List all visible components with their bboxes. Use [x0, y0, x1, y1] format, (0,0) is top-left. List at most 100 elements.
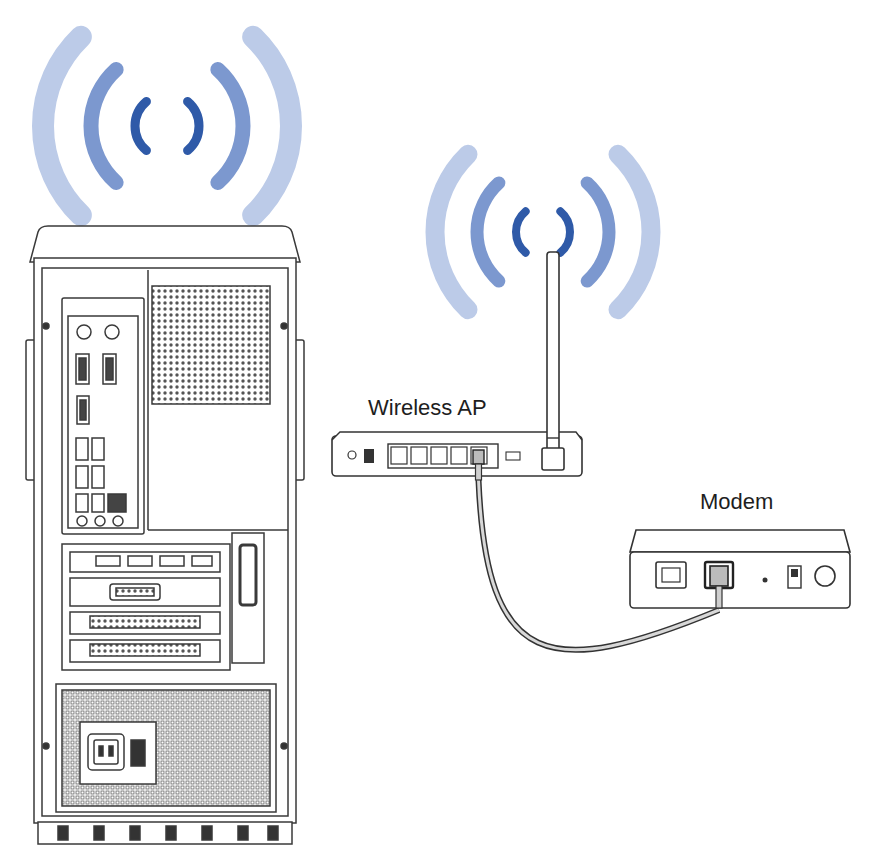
drawing-part — [70, 578, 220, 606]
drawing-part — [476, 464, 482, 480]
drawing-part — [281, 743, 287, 749]
drawing-part — [76, 438, 88, 460]
drawing-part — [166, 826, 176, 840]
drawing-part — [364, 449, 374, 463]
drawing-part — [240, 545, 256, 605]
access-point: Wireless AP — [330, 430, 586, 480]
drawing-part — [152, 286, 270, 404]
drawing-part — [348, 451, 356, 459]
drawing-part — [253, 37, 291, 215]
drawing-part — [560, 211, 570, 252]
drawing-part — [135, 101, 146, 150]
drawing-part — [630, 552, 850, 608]
drawing-part — [815, 566, 835, 586]
drawing-part — [202, 826, 212, 840]
drawing-part — [662, 568, 680, 582]
drawing-part — [58, 826, 68, 840]
drawing-part — [188, 101, 199, 150]
modem: Modem — [628, 528, 852, 610]
drawing-part — [451, 447, 467, 464]
drawing-part — [109, 746, 113, 756]
drawing-part — [106, 358, 113, 380]
drawing-part — [43, 323, 49, 329]
drawing-part — [332, 432, 582, 440]
drawing-part — [148, 529, 288, 531]
modem-shape — [628, 528, 852, 610]
drawing-part — [70, 612, 220, 634]
drawing-part — [479, 480, 720, 650]
drawing-part — [516, 211, 526, 252]
drawing-part — [42, 268, 288, 816]
drawing-part — [479, 480, 720, 650]
drawing-part — [90, 616, 200, 628]
drawing-part — [76, 354, 89, 384]
drawing-part — [92, 438, 104, 460]
drawing-part — [547, 437, 559, 438]
drawing-part — [506, 452, 520, 460]
drawing-part — [99, 746, 103, 756]
drawing-part — [542, 448, 564, 470]
drawing-part — [88, 734, 124, 770]
drawing-part — [471, 447, 487, 464]
drawing-part — [147, 270, 149, 530]
drawing-part — [103, 354, 116, 384]
drawing-part — [705, 562, 733, 588]
drawing-part — [131, 740, 145, 766]
pc-tower — [26, 226, 304, 844]
drawing-part — [547, 252, 559, 452]
drawing-part — [96, 556, 120, 566]
drawing-part — [76, 494, 88, 512]
drawing-part — [94, 740, 118, 764]
drawing-part — [70, 640, 220, 662]
drawing-part — [113, 516, 123, 526]
drawing-part — [77, 516, 87, 526]
drawing-part — [62, 690, 270, 806]
drawing-part — [70, 552, 220, 572]
drawing-part — [281, 323, 287, 329]
drawing-part — [77, 396, 89, 424]
drawing-part — [218, 70, 243, 183]
drawing-part — [80, 722, 156, 784]
drawing-part — [92, 466, 104, 488]
drawing-part — [116, 588, 154, 596]
drawing-part — [791, 569, 798, 577]
drawing-part — [105, 325, 119, 339]
drawing-part — [656, 562, 686, 588]
drawing-part — [332, 436, 582, 476]
drawing-part — [710, 566, 728, 586]
drawing-part — [435, 154, 468, 309]
drawing-part — [473, 450, 484, 464]
drawing-part — [232, 533, 264, 663]
drawing-part — [43, 37, 81, 215]
drawing-part — [238, 826, 248, 840]
drawing-part — [788, 566, 801, 588]
device-label: Modem — [700, 490, 773, 514]
drawing-part — [68, 316, 138, 528]
drawing-part — [716, 586, 722, 608]
drawing-part — [43, 743, 49, 749]
device-label: Wireless AP — [368, 396, 487, 420]
drawing-part — [128, 556, 152, 566]
drawing-part — [90, 644, 200, 656]
drawing-part — [192, 556, 212, 566]
drawing-part — [110, 584, 160, 600]
drawing-part — [108, 494, 126, 512]
drawing-part — [618, 154, 651, 309]
drawing-part — [92, 494, 104, 512]
drawing-part — [391, 447, 407, 464]
drawing-part — [34, 258, 296, 823]
drawing-part — [411, 447, 427, 464]
drawing-part — [62, 544, 230, 670]
drawing-part — [268, 826, 278, 840]
network-cable — [479, 480, 720, 650]
drawing-part — [77, 325, 91, 339]
drawing-part — [763, 578, 768, 583]
access-point-shape — [330, 430, 586, 480]
drawing-part — [130, 826, 140, 840]
drawing-part — [76, 466, 88, 488]
drawing-part — [79, 358, 86, 380]
drawing-part — [94, 826, 104, 840]
drawing-part — [91, 70, 116, 183]
